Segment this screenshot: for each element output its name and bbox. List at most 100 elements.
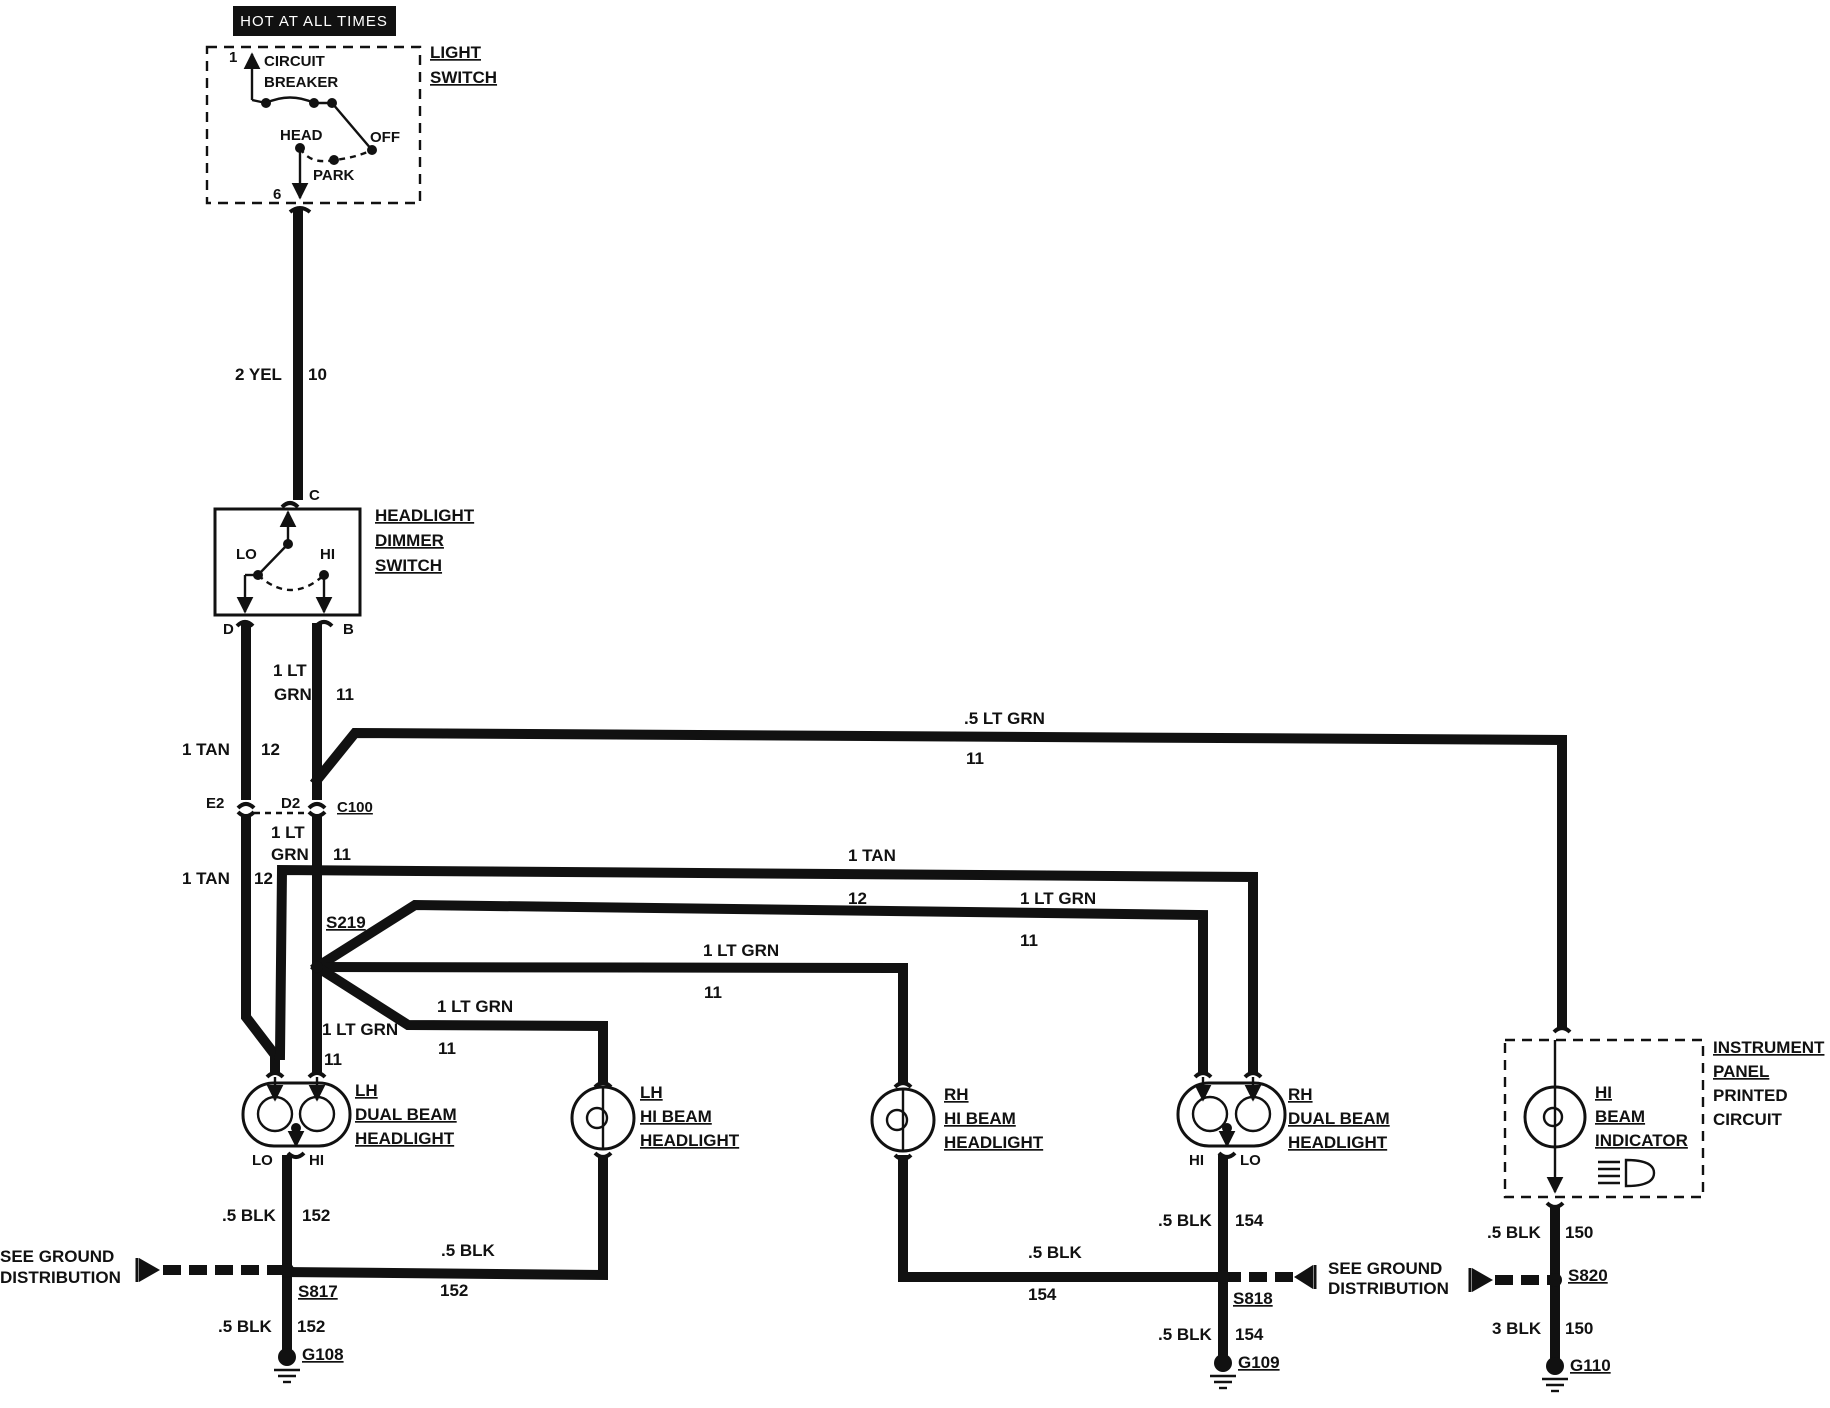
rh-hi-label-1: RH [944,1085,969,1104]
hot-label: HOT AT ALL TIMES [240,13,388,30]
ip-label-4: CIRCUIT [1713,1110,1783,1129]
ground-left-g3-gauge: .5 BLK [218,1317,273,1336]
grn-lh-gauge: 1 LT GRN [322,1020,398,1039]
head-label: HEAD [280,127,323,144]
ground-right-g2-gauge: 3 BLK [1492,1319,1542,1338]
ground-mid-g2-circuit: 154 [1028,1285,1057,1304]
g108-label: G108 [302,1345,344,1364]
g110-label: G110 [1570,1356,1611,1375]
ip-label-1: INSTRUMENT [1713,1038,1825,1057]
grn-lhhi-gauge: 1 LT GRN [437,997,513,1016]
pin-c: C [309,487,320,504]
lower-grn-gauge-2: GRN [271,845,309,864]
dimmer-hi-label: HI [320,546,335,563]
dimmer-label-2: DIMMER [375,531,444,550]
splice-s219-dot [311,961,323,973]
wire-main-gauge: 2 YEL [235,365,282,384]
lower-grn-gauge-1: 1 LT [271,823,305,842]
indicator-label-1: HI [1595,1083,1612,1102]
headlight-dimmer-switch: C HEADLIGHT DIMMER SWITCH LO HI D B [213,487,475,638]
indicator-label-2: BEAM [1595,1107,1645,1126]
pin-b: B [343,621,354,638]
headlight-symbol-icon [1598,1158,1656,1188]
rh-dual-label-3: HEADLIGHT [1288,1133,1388,1152]
wire-main-circuit: 10 [308,365,327,384]
upper-grn-gauge-1: 1 LT [273,661,307,680]
s818-label: S818 [1233,1289,1273,1308]
lower-tan-circuit: 12 [254,869,273,888]
hi-beam-indicator: HI BEAM INDICATOR INSTRUMENT PANEL PRINT… [1503,1026,1825,1209]
rh-hi-label-2: HI BEAM [944,1109,1016,1128]
pin-6: 6 [273,186,281,203]
ground-left-g2-gauge: .5 BLK [441,1241,496,1260]
lower-grn-circuit: 11 [333,845,351,864]
rh-dual-label-1: RH [1288,1085,1313,1104]
ground-left-see-1: SEE GROUND [0,1247,114,1266]
ground-mid-see-1: SEE GROUND [1328,1259,1442,1278]
splice-s817-dot [280,1263,294,1277]
lh-hi-label-2: HI BEAM [640,1107,712,1126]
ip-label-2: PANEL [1713,1062,1769,1081]
s820-label: S820 [1568,1266,1608,1285]
wire-5-blk-154-rh-hi [898,1155,1228,1282]
upper-grn-gauge-2: GRN [274,685,312,704]
upper-tan-gauge: 1 TAN [182,740,230,759]
rh-hi-label-3: HEADLIGHT [944,1133,1044,1152]
rh-dual-hi: HI [1189,1152,1204,1169]
lh-hi-beam-headlight: LH HI BEAM HEADLIGHT [570,1083,740,1159]
rh-dual-label-2: DUAL BEAM [1288,1109,1390,1128]
s817-label: S817 [298,1282,338,1301]
ground-g110-icon [1542,1357,1568,1393]
ground-mid-g2-gauge: .5 BLK [1028,1243,1083,1262]
ground-right-g1-circuit: 150 [1565,1223,1593,1242]
indicator-label-3: INDICATOR [1595,1131,1688,1150]
hot-at-all-times-badge: HOT AT ALL TIMES [233,6,396,36]
circuit-breaker-label-1: CIRCUIT [264,53,325,70]
tan-right-gauge: 1 TAN [848,846,896,865]
upper-grn-circuit: 11 [336,685,354,704]
rh-dual-beam-headlight: RH DUAL BEAM HEADLIGHT HI LO [1176,1077,1390,1169]
splice-s820-dot [1548,1273,1562,1287]
splice-s818-dot [1216,1270,1230,1284]
pin-e2: E2 [206,795,224,812]
connector-c100: E2 D2 C100 [206,795,373,818]
long-grn-circuit: 11 [966,749,984,768]
lh-hi-label-3: HEADLIGHT [640,1131,740,1150]
ground-mid-g1-circuit: 154 [1235,1211,1264,1230]
lh-dual-hi: HI [309,1152,324,1169]
grn-mid-circuit: 11 [704,983,722,1002]
wire-5-blk-152-lh-hi [281,1155,608,1281]
lh-dual-lo: LO [252,1152,273,1169]
grn-lh-circuit: 11 [324,1050,342,1069]
rh-dual-lo: LO [1240,1152,1261,1169]
wire-1-lt-grn-11-rh-hi [311,961,908,1085]
ground-mid-see-2: DISTRIBUTION [1328,1279,1449,1298]
ground-mid-g3-gauge: .5 BLK [1158,1325,1213,1344]
lh-dual-label-1: LH [355,1081,378,1100]
ground-left-g2-circuit: 152 [440,1281,468,1300]
wire-1-lt-grn-11-lh-hi [310,960,608,1085]
pin-d: D [223,621,234,638]
park-label: PARK [313,167,355,184]
wire-5-lt-grn-11-long [309,727,1567,1030]
circuit-breaker-label-2: BREAKER [264,74,338,91]
ground-right-g2-circuit: 150 [1565,1319,1593,1338]
dimmer-label-1: HEADLIGHT [375,506,475,525]
grn-right-circuit: 11 [1020,931,1038,950]
wire-1-tan-12-lh-lo [241,815,280,1075]
light-switch: LIGHT SWITCH 1 CIRCUIT BREAKER HEAD OFF … [205,43,497,214]
ip-label-3: PRINTED [1713,1086,1788,1105]
wire-1-lt-grn-11-rh-dual [310,899,1208,1075]
s219-label: S219 [326,913,366,932]
ground-g109-icon [1210,1354,1236,1390]
ground-mid-g1-gauge: .5 BLK [1158,1211,1213,1230]
lh-dual-beam-headlight: LH DUAL BEAM HEADLIGHT LO HI [241,1077,457,1169]
lh-dual-label-2: DUAL BEAM [355,1105,457,1124]
grn-lhhi-circuit: 11 [438,1039,456,1058]
upper-tan-circuit: 12 [261,740,280,759]
ground-left-see-2: DISTRIBUTION [0,1268,121,1287]
pin-1: 1 [229,49,237,66]
light-switch-label-2: SWITCH [430,68,497,87]
long-grn-gauge: .5 LT GRN [964,709,1045,728]
